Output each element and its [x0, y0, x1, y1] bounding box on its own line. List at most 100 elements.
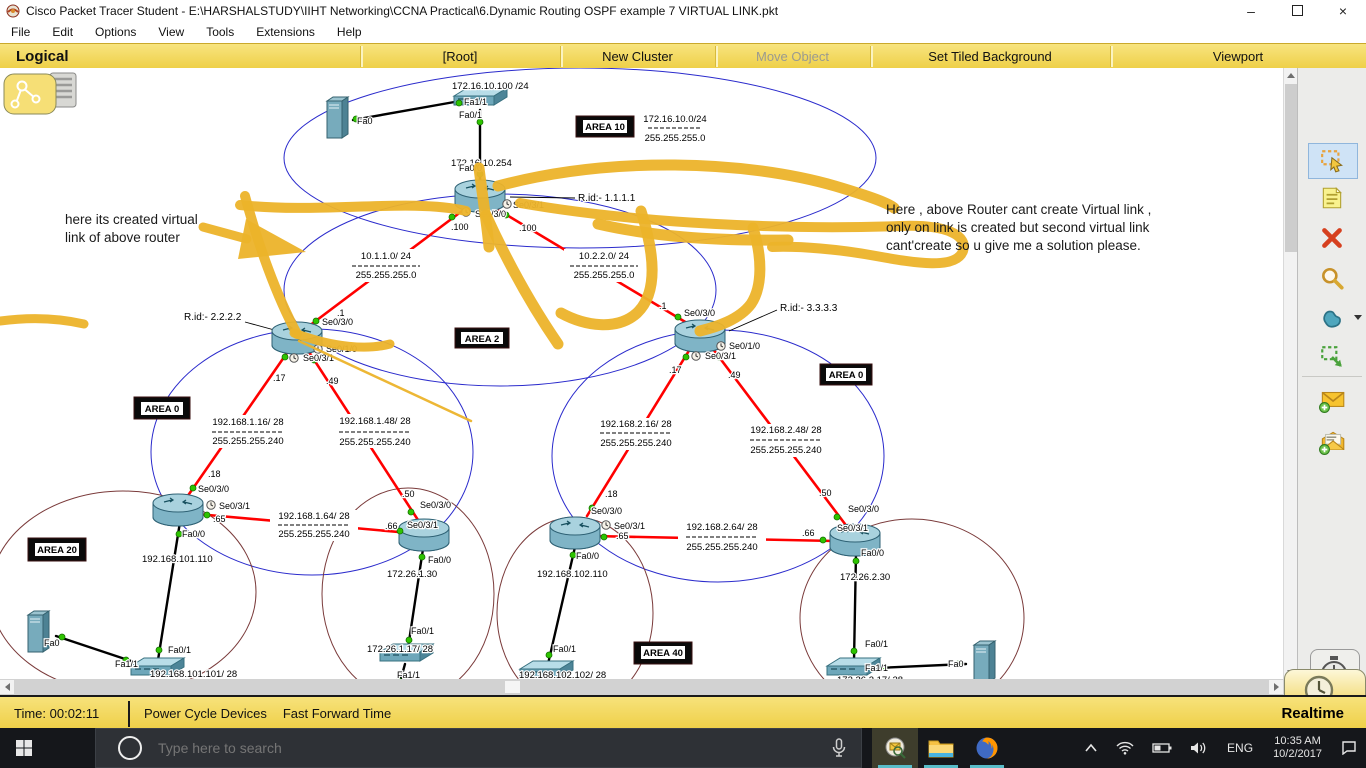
port-label: Fa0/0 — [861, 548, 884, 558]
ip-label: 172.26.2.30 — [840, 572, 890, 583]
scroll-right-arrow[interactable] — [1269, 680, 1283, 694]
port-label: Fa0/0 — [182, 529, 205, 539]
octet-label: .18 — [208, 469, 221, 479]
microphone-icon[interactable] — [831, 738, 847, 758]
area-box-area0-left: AREA 0 — [133, 396, 191, 420]
server-area10[interactable] — [326, 96, 349, 139]
port-label: Fa1/1 — [115, 659, 138, 669]
select-icon — [1321, 150, 1343, 173]
router-id-label: R.id:- 3.3.3.3 — [780, 303, 838, 314]
horizontal-scroll-thumb[interactable] — [505, 681, 520, 693]
app-logo-icon — [6, 4, 20, 17]
octet-label: .50 — [402, 489, 415, 499]
inspect-tool-button[interactable] — [1308, 262, 1356, 296]
wifi-icon[interactable] — [1116, 741, 1134, 755]
logical-workspace-canvas[interactable]: 172.16.10.0/24 255.255.255.0 10.1.1.0/ 2… — [0, 68, 1283, 679]
network-label-2-48: 192.168.2.48/ 28 255.255.255.240 — [742, 424, 830, 457]
draw-tool-dropdown-arrow[interactable] — [1354, 315, 1362, 320]
link-ethernet[interactable] — [406, 547, 425, 650]
search-input[interactable] — [156, 739, 831, 757]
magnifier-icon — [1322, 267, 1344, 290]
add-simple-pdu-button[interactable] — [1308, 383, 1356, 417]
vertical-scroll-thumb[interactable] — [1285, 84, 1297, 252]
menu-view[interactable]: View — [158, 25, 185, 39]
select-tool-button[interactable] — [1308, 143, 1358, 179]
network-label-2-64: 192.168.2.64/ 28 255.255.255.240 — [678, 521, 766, 554]
vertical-scrollbar[interactable] — [1283, 68, 1298, 679]
viewport-button[interactable]: Viewport — [1212, 49, 1264, 64]
port-label: Se0/3/0 — [684, 308, 715, 318]
svg-text:10.1.1.0/ 24: 10.1.1.0/ 24 — [361, 251, 411, 262]
language-indicator[interactable]: ENG — [1227, 741, 1254, 755]
menu-extensions[interactable]: Extensions — [256, 25, 315, 39]
draw-polygon-tool-button[interactable] — [1308, 301, 1356, 335]
taskbar-firefox[interactable] — [964, 728, 1010, 768]
port-label: Fa0/1 — [459, 110, 482, 120]
note-left-line1: here its created virtual — [65, 212, 198, 227]
delete-tool-button[interactable] — [1308, 221, 1356, 255]
link-ethernet[interactable] — [875, 662, 968, 670]
tray-chevron-icon[interactable] — [1084, 743, 1098, 753]
menu-edit[interactable]: Edit — [52, 25, 74, 39]
link-ethernet[interactable] — [156, 520, 182, 662]
resize-shape-tool-button[interactable] — [1308, 340, 1356, 374]
svg-text:192.168.1.48/ 28: 192.168.1.48/ 28 — [339, 416, 410, 427]
port-label: Se0/1/0 — [729, 341, 760, 351]
link-ethernet[interactable] — [852, 551, 858, 663]
root-breadcrumb[interactable]: [Root] — [442, 49, 478, 64]
maximize-button[interactable] — [1274, 0, 1320, 21]
minimize-button[interactable]: – — [1247, 2, 1255, 19]
fast-forward-time-button[interactable]: Fast Forward Time — [282, 706, 392, 721]
horizontal-scrollbar[interactable] — [0, 679, 1283, 695]
toolbar-divider — [560, 46, 563, 67]
link-ethernet[interactable] — [54, 634, 136, 664]
new-cluster-button[interactable]: New Cluster — [602, 49, 673, 64]
taskbar-search-box[interactable] — [95, 728, 862, 768]
volume-icon[interactable] — [1190, 741, 1208, 755]
taskbar-file-explorer[interactable] — [918, 728, 964, 768]
menu-tools[interactable]: Tools — [206, 25, 235, 39]
menu-help[interactable]: Help — [336, 25, 362, 39]
power-cycle-devices-button[interactable]: Power Cycle Devices — [144, 706, 267, 721]
workspace-switcher[interactable] — [3, 72, 77, 115]
link-ethernet[interactable] — [546, 545, 577, 666]
port-label: Se0/3/1 — [219, 501, 250, 511]
port-label: Se0/3/0 — [848, 504, 879, 514]
running-app-indicator — [970, 765, 1004, 768]
place-note-tool-button[interactable] — [1308, 181, 1356, 215]
move-object-button[interactable]: Move Object — [756, 49, 829, 64]
port-label: Fa0 — [357, 116, 373, 126]
scroll-up-arrow[interactable] — [1284, 68, 1298, 82]
port-label: Fa0 — [948, 659, 964, 669]
close-button[interactable]: × — [1338, 2, 1348, 19]
action-center-icon[interactable] — [1341, 741, 1357, 755]
add-complex-pdu-button[interactable] — [1308, 425, 1356, 459]
router-r6[interactable] — [549, 516, 601, 550]
menu-options[interactable]: Options — [95, 25, 137, 39]
taskbar-packet-tracer[interactable] — [872, 728, 918, 768]
tray-clock[interactable]: 10:35 AM 10/2/2017 — [1273, 735, 1322, 761]
svg-text:192.168.2.16/ 28: 192.168.2.16/ 28 — [600, 419, 671, 430]
link-ethernet[interactable] — [351, 99, 462, 122]
svg-text:AREA 0: AREA 0 — [145, 404, 180, 415]
rid-pointer-line — [509, 196, 576, 199]
draw-shape-icon — [1323, 310, 1341, 328]
set-tiled-background-button[interactable]: Set Tiled Background — [928, 49, 1052, 64]
start-button[interactable] — [0, 728, 48, 768]
menu-file[interactable]: File — [11, 25, 31, 39]
battery-icon[interactable] — [1152, 742, 1172, 754]
router-r4[interactable] — [152, 493, 204, 527]
svg-text:192.168.2.64/ 28: 192.168.2.64/ 28 — [686, 522, 757, 533]
port-label: Fa0/0 — [576, 551, 599, 561]
svg-text:192.168.1.16/ 28: 192.168.1.16/ 28 — [212, 417, 283, 428]
ip-label: 192.168.101.101/ 28 — [150, 669, 237, 679]
taskbar-apps — [872, 728, 1010, 768]
scroll-left-arrow[interactable] — [0, 680, 14, 694]
server-26-2[interactable] — [973, 640, 996, 679]
windows-taskbar: ENG 10:35 AM 10/2/2017 — [0, 728, 1366, 768]
note-right-line2: only on link is created but second virtu… — [886, 220, 1150, 235]
area-box-area40: AREA 40 — [633, 641, 693, 665]
svg-text:255.255.255.0: 255.255.255.0 — [356, 270, 417, 281]
ip-label: 172.26.2.17/ 28 — [837, 675, 903, 679]
tab-logical[interactable]: Logical — [16, 48, 69, 65]
